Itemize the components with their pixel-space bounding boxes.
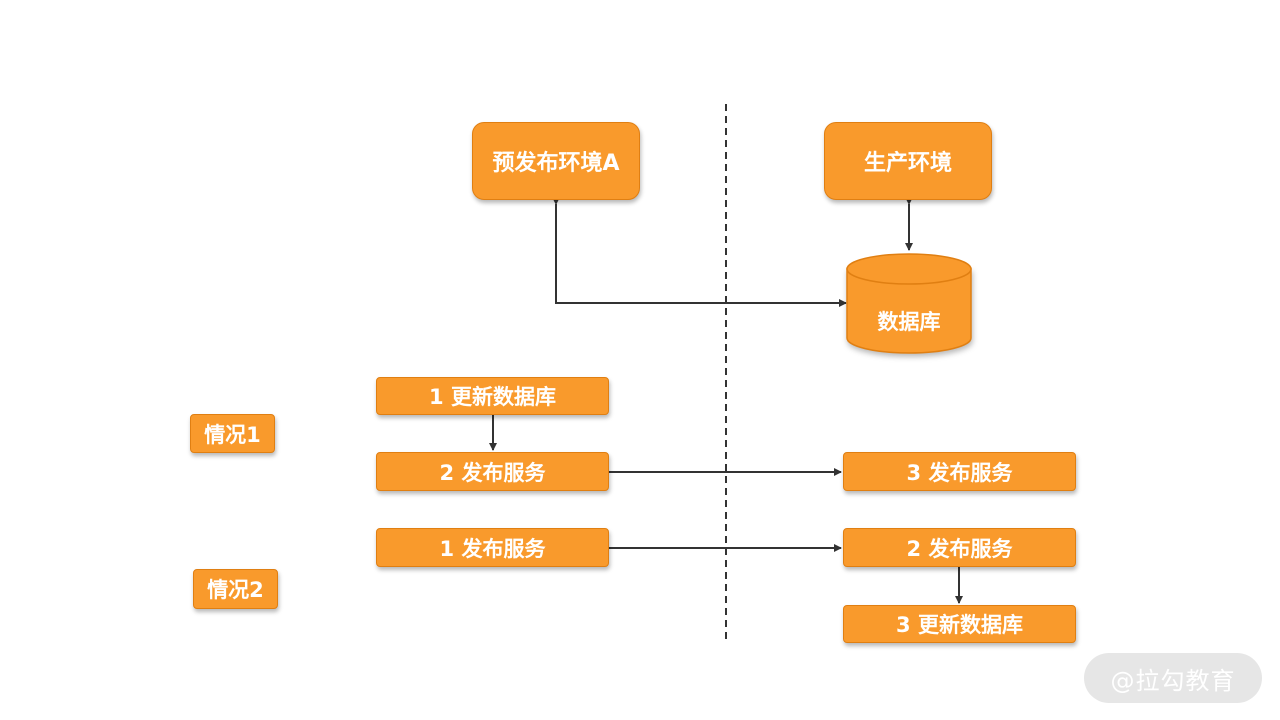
- production-environment: 生产环境: [824, 122, 992, 200]
- preprod-environment-label: 预发布环境A: [492, 151, 620, 176]
- case2-step1-deploy-service: 1 发布服务: [376, 528, 609, 567]
- case2-step3-update-database: 3 更新数据库: [843, 605, 1076, 643]
- case2-step3-text: 3 更新数据库: [896, 613, 1023, 637]
- case1-step3-text: 3 发布服务: [906, 460, 1013, 485]
- case2-label-text: 情况2: [207, 578, 264, 602]
- case2-step2-text: 2 发布服务: [906, 536, 1013, 561]
- case1-step1-text: 1 更新数据库: [429, 385, 556, 409]
- case2-step2-deploy-service: 2 发布服务: [843, 528, 1076, 567]
- case1-step1-update-database: 1 更新数据库: [376, 377, 609, 415]
- case1-step3-deploy-service: 3 发布服务: [843, 452, 1076, 491]
- case2-label: 情况2: [193, 569, 278, 609]
- case1-label: 情况1: [190, 414, 275, 453]
- case1-step2-deploy-service: 2 发布服务: [376, 452, 609, 491]
- database-cylinder: [846, 253, 972, 354]
- watermark-text: @拉勾教育: [1110, 666, 1236, 695]
- preprod-environment-a: 预发布环境A: [472, 122, 640, 200]
- preprod-to-database-connector: [552, 197, 847, 307]
- watermark-badge: @拉勾教育: [1084, 653, 1262, 703]
- case1-label-text: 情况1: [204, 422, 261, 447]
- production-environment-label: 生产环境: [863, 151, 952, 176]
- database-label: 数据库: [877, 310, 941, 334]
- case1-step2-text: 2 发布服务: [439, 460, 546, 485]
- case2-step1-text: 1 发布服务: [439, 536, 546, 561]
